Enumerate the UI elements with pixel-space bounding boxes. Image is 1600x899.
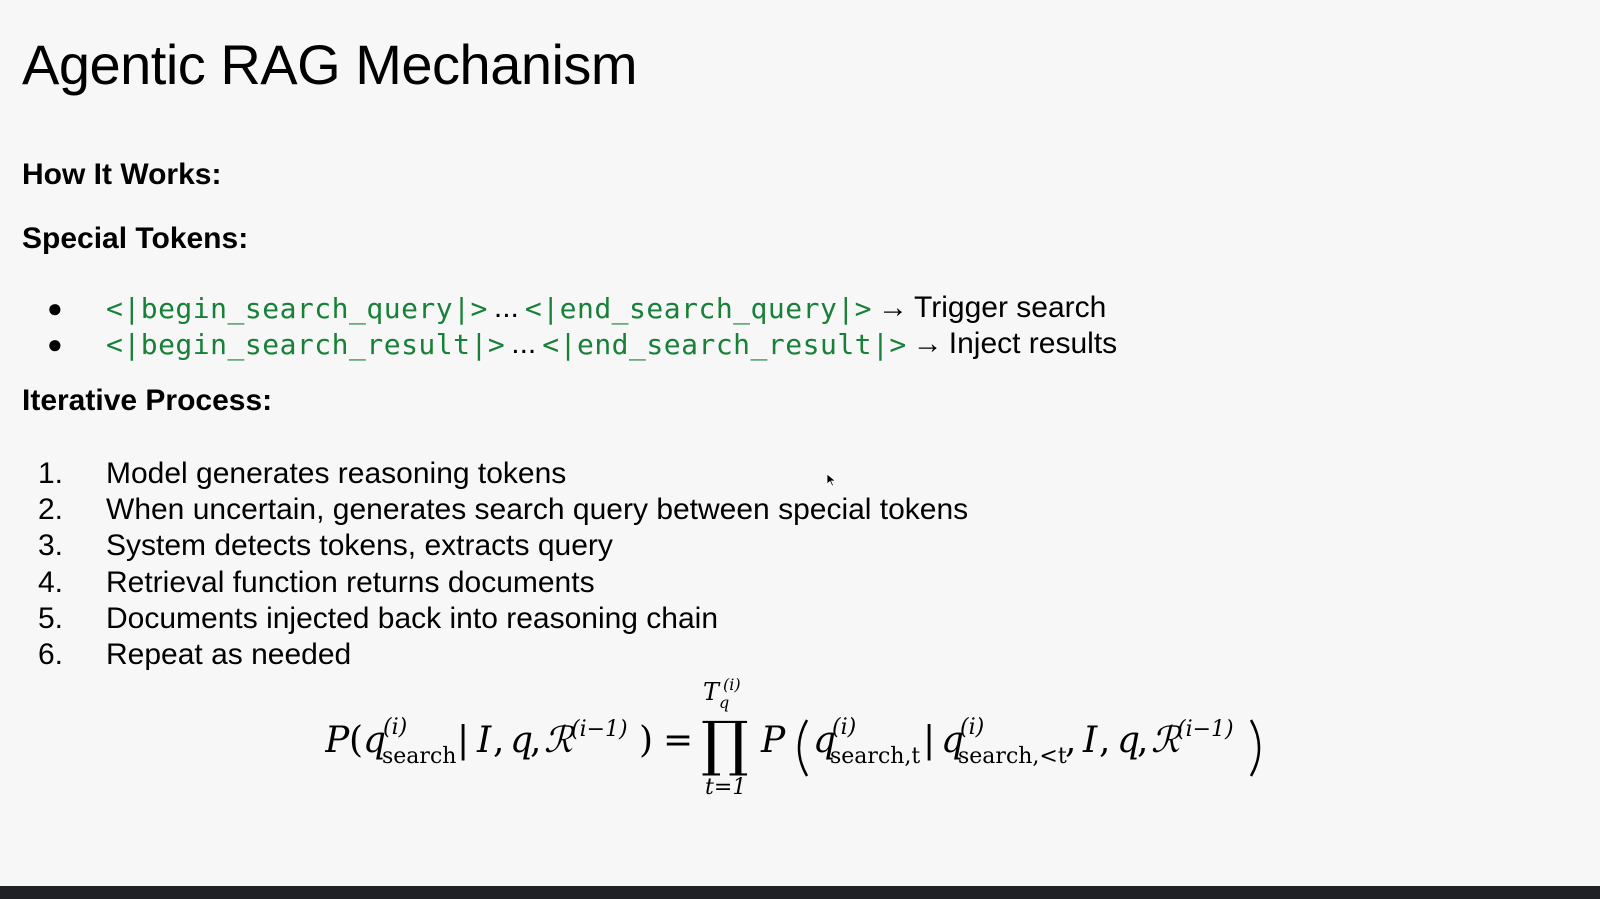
formula-R: ℛ [544, 720, 575, 761]
bullet-icon: ● [47, 292, 63, 323]
how-it-works-heading: How It Works: [22, 158, 222, 191]
bottom-bar [0, 886, 1600, 899]
step-number: 1. [38, 457, 64, 491]
formula-sup: (i) [960, 715, 984, 740]
end-search-query-token: <|end_search_query|> [524, 291, 873, 325]
formula-R: ℛ [1151, 720, 1182, 761]
iterative-steps-list: 1. Model generates reasoning tokens 2. W… [22, 456, 968, 673]
formula-I: I [476, 720, 492, 761]
list-item: 2. When uncertain, generates search quer… [22, 492, 968, 528]
list-item: 4. Retrieval function returns documents [22, 565, 968, 601]
formula-sub: search [382, 744, 456, 769]
formula-T: T [703, 678, 721, 706]
begin-search-query-token: <|begin_search_query|> [106, 291, 488, 325]
slide-title: Agentic RAG Mechanism [22, 33, 638, 96]
formula-sup: (i−1) [1177, 717, 1234, 742]
list-item: ● <|begin_search_query|> ... <|end_searc… [22, 290, 1117, 326]
ellipsis: ... [511, 327, 537, 360]
step-text: Model generates reasoning tokens [106, 457, 567, 491]
formula-comma: , [1137, 720, 1148, 761]
search-query-probability-formula: P ( q (i) search | I , q , ℛ (i−1) ) = ∏… [325, 676, 1285, 806]
formula-prod-lower: t=1 [705, 775, 746, 800]
formula-q: q [510, 720, 533, 761]
formula-q: q [941, 720, 964, 761]
formula-big-paren-right [1249, 719, 1261, 777]
token-description: Inject results [948, 327, 1118, 360]
step-text: System detects tokens, extracts query [106, 529, 613, 563]
arrow-icon: → [878, 291, 909, 324]
formula-bar: | [923, 720, 935, 761]
formula-P: P [760, 720, 786, 761]
formula-bar: | [457, 720, 469, 761]
ellipsis: ... [493, 291, 519, 324]
formula-comma: , [493, 720, 504, 761]
formula-comma: , [1065, 720, 1076, 761]
list-item: 6. Repeat as needed [22, 637, 968, 673]
step-number: 3. [38, 529, 64, 563]
formula-P: P [325, 720, 350, 761]
list-item: 1. Model generates reasoning tokens [22, 456, 968, 492]
list-item: 3. System detects tokens, extracts query [22, 528, 968, 564]
step-number: 5. [38, 601, 64, 635]
step-text: Retrieval function returns documents [106, 565, 595, 599]
bullet-icon: ● [47, 328, 63, 359]
end-search-result-token: <|end_search_result|> [542, 327, 907, 361]
special-tokens-heading: Special Tokens: [22, 222, 249, 255]
formula-big-paren-left [797, 719, 809, 777]
formula-product-icon: ∏ [701, 709, 749, 779]
begin-search-result-token: <|begin_search_result|> [106, 327, 506, 361]
formula-q: q [363, 720, 386, 761]
step-text: When uncertain, generates search query b… [106, 493, 969, 527]
mouse-cursor-icon [826, 473, 837, 487]
step-number: 4. [38, 565, 64, 599]
formula-q: q [1117, 720, 1140, 761]
formula-sub: search,t [830, 744, 920, 769]
list-item: ● <|begin_search_result|> ... <|end_sear… [22, 326, 1117, 362]
formula-sup: (i) [723, 676, 741, 694]
token-description: Trigger search [914, 291, 1107, 324]
step-text: Repeat as needed [106, 638, 352, 672]
formula-sub: search,<t [958, 744, 1067, 769]
formula-q: q [813, 720, 836, 761]
formula-paren: ( [349, 720, 363, 761]
formula-sup: (i) [832, 715, 856, 740]
formula-sup: (i) [383, 715, 407, 740]
formula-paren: ) [639, 720, 653, 761]
list-item: 5. Documents injected back into reasonin… [22, 601, 968, 637]
formula-sub: q [719, 693, 729, 712]
step-number: 2. [38, 493, 64, 527]
formula-comma: , [530, 720, 541, 761]
iterative-process-heading: Iterative Process: [22, 384, 273, 417]
formula-sup: (i−1) [571, 717, 628, 742]
formula-comma: , [1099, 720, 1110, 761]
special-tokens-list: ● <|begin_search_query|> ... <|end_searc… [22, 290, 1117, 362]
step-number: 6. [38, 638, 64, 672]
formula-I: I [1082, 720, 1098, 761]
step-text: Documents injected back into reasoning c… [106, 601, 719, 635]
arrow-icon: → [912, 327, 943, 360]
formula-equals: = [663, 720, 693, 761]
